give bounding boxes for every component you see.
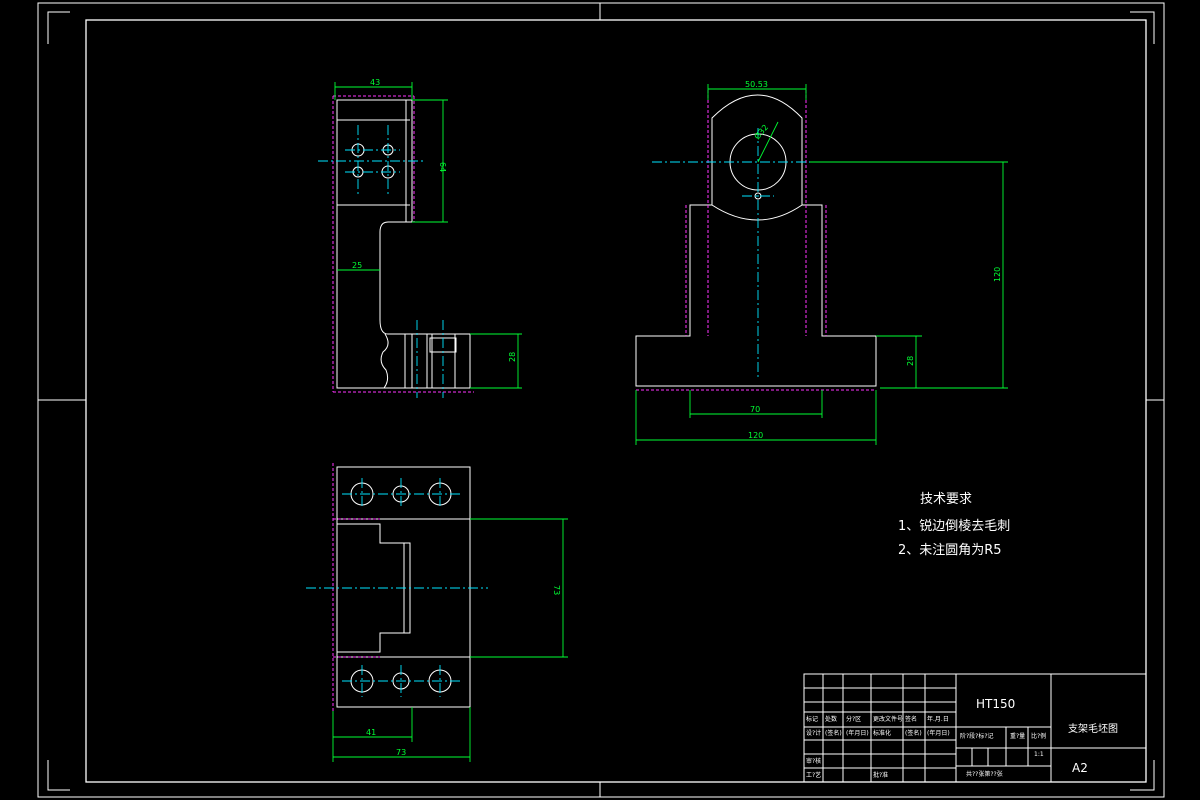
dim-side-slot: 25 — [352, 261, 362, 270]
drawing-name: 支架毛坯图 — [1068, 723, 1118, 735]
dim-front-total-width: 120 — [748, 431, 763, 440]
tb-r0c1: 处数 — [825, 715, 837, 723]
sheet-size: A2 — [1072, 761, 1088, 775]
tb-r0c5: 年.月.日 — [927, 715, 949, 723]
dim-side-base: 28 — [508, 352, 517, 362]
dimension-lines — [332, 82, 1008, 762]
dim-front-top-width: 50.53 — [745, 80, 768, 89]
title-block: HT150 支架毛坯图 A2 1:1 阶?段?标?记 重?量 比?例 共??张第… — [803, 673, 1147, 783]
tb-r1c3: 标准化 — [873, 729, 891, 737]
tb-r1c5: (年月日) — [927, 729, 950, 737]
tb-r1c0: 设?计 — [806, 729, 821, 737]
tb-r0c3: 更改文件号 — [873, 715, 903, 723]
front-view — [635, 90, 877, 391]
dim-front-base: 28 — [906, 356, 915, 366]
dim-front-height: 120 — [993, 267, 1002, 282]
dim-top-height: 73 — [552, 585, 561, 595]
material-label: HT150 — [976, 697, 1015, 711]
weight-label: 重?量 — [1010, 732, 1025, 740]
tb-r1c1: (签名) — [825, 729, 842, 737]
dim-top-inner: 41 — [366, 728, 376, 737]
notes-heading: 技术要求 — [920, 492, 972, 507]
dim-side-width: 43 — [370, 78, 380, 87]
dim-front-mid-width: 70 — [750, 405, 760, 414]
tb-r1c2: (年月日) — [846, 729, 869, 737]
tb-r0c0: 标记 — [806, 715, 818, 723]
sheet-border — [37, 2, 1165, 798]
tb-r3c2: 批?准 — [873, 771, 888, 779]
dim-top-width: 73 — [396, 748, 406, 757]
tb-r2c0: 审?核 — [806, 757, 821, 765]
tb-r0c2: 分?区 — [846, 715, 861, 723]
tb-r1c4: (签名) — [905, 729, 922, 737]
technical-notes: 技术要求 1、锐边倒棱去毛刺 2、未注圆角为R5 — [898, 492, 1010, 558]
dimension-labels: 43 64 25 28 50.53 Ø32 120 28 70 120 73 4… — [352, 78, 1002, 757]
notes-item-2: 2、未注圆角为R5 — [898, 543, 1002, 558]
dim-front-bore: Ø32 — [752, 122, 770, 141]
tb-r0c4: 签名 — [905, 715, 917, 723]
top-view — [306, 463, 488, 711]
stage-mark-label: 阶?段?标?记 — [960, 732, 994, 740]
side-view — [318, 95, 474, 398]
notes-item-1: 1、锐边倒棱去毛刺 — [898, 518, 1010, 534]
sheet-count: 共??张第??张 — [966, 770, 1003, 778]
scale-value: 1:1 — [1034, 751, 1044, 758]
scale-label: 比?例 — [1031, 732, 1046, 740]
tb-r3c0: 工?艺 — [806, 771, 821, 779]
dim-side-top-height: 64 — [438, 162, 447, 172]
